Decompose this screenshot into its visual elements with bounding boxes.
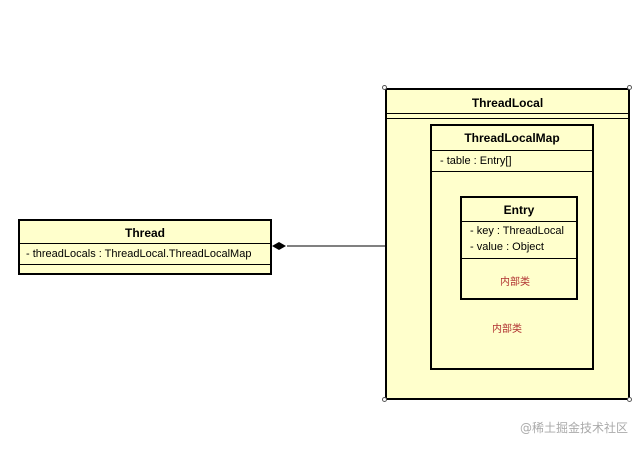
class-thread-name: Thread xyxy=(124,226,165,240)
attribute-value: - value : Object xyxy=(470,241,544,253)
resize-handle[interactable] xyxy=(627,85,632,90)
resize-handle[interactable] xyxy=(382,85,387,90)
divider xyxy=(432,171,592,172)
divider xyxy=(387,113,628,114)
divider xyxy=(432,150,592,151)
resize-handle[interactable] xyxy=(382,397,387,402)
attribute-table: - table : Entry[] xyxy=(440,155,512,167)
threadlocalmap-note: 内部类 xyxy=(492,324,522,335)
entry-note: 内部类 xyxy=(500,277,530,288)
divider xyxy=(462,258,576,259)
composition-diamond xyxy=(272,242,286,250)
class-threadlocalmap-name: ThreadLocalMap xyxy=(464,131,560,145)
class-threadlocal-name: ThreadLocal xyxy=(471,96,544,110)
divider xyxy=(20,243,270,244)
divider xyxy=(20,264,270,265)
watermark: @稀土掘金技术社区 xyxy=(519,421,628,435)
attribute-threadlocals: - threadLocals : ThreadLocal.ThreadLocal… xyxy=(26,248,252,260)
class-thread[interactable]: Thread - threadLocals : ThreadLocal.Thre… xyxy=(18,219,272,275)
resize-handle[interactable] xyxy=(627,397,632,402)
class-entry-name: Entry xyxy=(503,203,535,217)
divider xyxy=(387,118,628,119)
divider xyxy=(462,221,576,222)
class-entry[interactable]: Entry - key : ThreadLocal - value : Obje… xyxy=(460,196,578,300)
attribute-key: - key : ThreadLocal xyxy=(470,225,564,237)
